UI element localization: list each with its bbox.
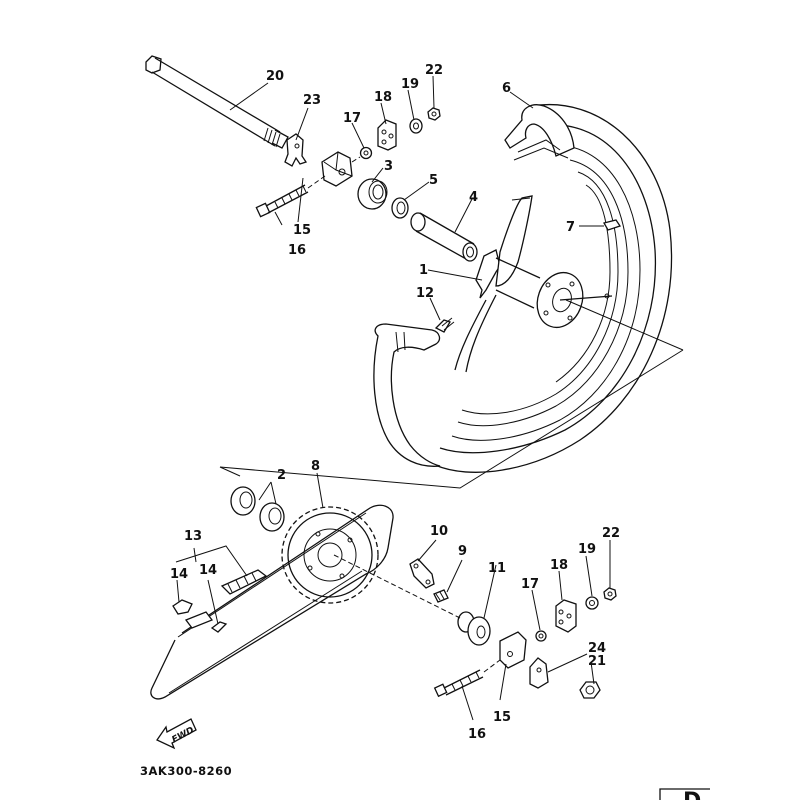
callout-12: 12 (416, 286, 434, 301)
adjuster-block-15-bottom (499, 631, 527, 669)
callout-1: 1 (419, 263, 428, 278)
nut-17-bottom (535, 630, 547, 642)
adjuster-bolt-16-top (255, 175, 326, 218)
washer-19-top (409, 118, 423, 134)
washer-19-bottom (585, 596, 599, 610)
forward-direction-arrow-icon: FWD (156, 718, 197, 750)
callout-18-bottom: 18 (550, 558, 568, 573)
plate-10 (409, 558, 435, 589)
nut-17-top (351, 146, 373, 163)
callout-14-right: 14 (199, 563, 217, 578)
callout-2: 2 (277, 468, 286, 483)
callout-19-bottom: 19 (578, 542, 596, 557)
callout-22-top: 22 (425, 63, 443, 78)
axle-part-20 (145, 55, 289, 149)
page-section-tab: D (659, 788, 710, 804)
bearing-3 (357, 178, 388, 210)
bearings-2 (230, 486, 285, 532)
callout-7: 7 (566, 220, 575, 235)
spacer-collar-4 (410, 212, 478, 262)
wheel-assembly-1 (373, 104, 673, 473)
plate-18-top (377, 119, 397, 151)
adjuster-block-15-top (321, 151, 353, 187)
callout-3: 3 (384, 159, 393, 174)
chain-joint-clip-14 (172, 599, 228, 633)
axle-nut-21 (579, 681, 601, 699)
callout-21: 21 (588, 654, 606, 669)
callout-15-top: 15 (293, 223, 311, 238)
callout-8: 8 (311, 459, 320, 474)
callout-22-bottom: 22 (602, 526, 620, 541)
callout-13: 13 (184, 529, 202, 544)
callout-16-top: 16 (288, 243, 306, 258)
callout-9: 9 (458, 544, 467, 559)
callout-labels: 20 23 17 18 19 22 6 3 5 4 7 1 12 15 16 2… (170, 63, 620, 742)
callout-18-top: 18 (374, 90, 392, 105)
chain-adjuster-plate-23 (284, 133, 308, 167)
callout-19-top: 19 (401, 77, 419, 92)
drive-chain-13 (150, 504, 394, 700)
callout-17-top: 17 (343, 111, 361, 126)
callout-6: 6 (502, 81, 511, 96)
nut-22-bottom (603, 587, 617, 601)
callout-11: 11 (488, 561, 506, 576)
callout-17-bottom: 17 (521, 577, 539, 592)
collar-11 (333, 554, 491, 646)
callout-20: 20 (266, 69, 284, 84)
projection-plane (219, 299, 684, 489)
oil-seal-5 (391, 197, 409, 219)
callout-24: 24 (588, 641, 606, 656)
callout-15-bottom: 15 (493, 710, 511, 725)
leader-lines (175, 75, 611, 721)
drawing-code: 3AK300-8260 (140, 764, 232, 778)
bolt-9 (433, 589, 449, 603)
nut-22-top (427, 107, 441, 121)
callout-23: 23 (303, 93, 321, 108)
callout-14-left: 14 (170, 567, 188, 582)
adjuster-bolt-16-bottom (433, 659, 501, 698)
callout-10: 10 (430, 524, 448, 539)
callout-4: 4 (469, 190, 478, 205)
page-tab-letter: D (683, 789, 701, 800)
adjuster-plate-24 (529, 657, 549, 689)
callout-16-bottom: 16 (468, 727, 486, 742)
plate-18-bottom (555, 599, 577, 633)
callout-5: 5 (429, 173, 438, 188)
sprocket-8 (281, 506, 379, 604)
